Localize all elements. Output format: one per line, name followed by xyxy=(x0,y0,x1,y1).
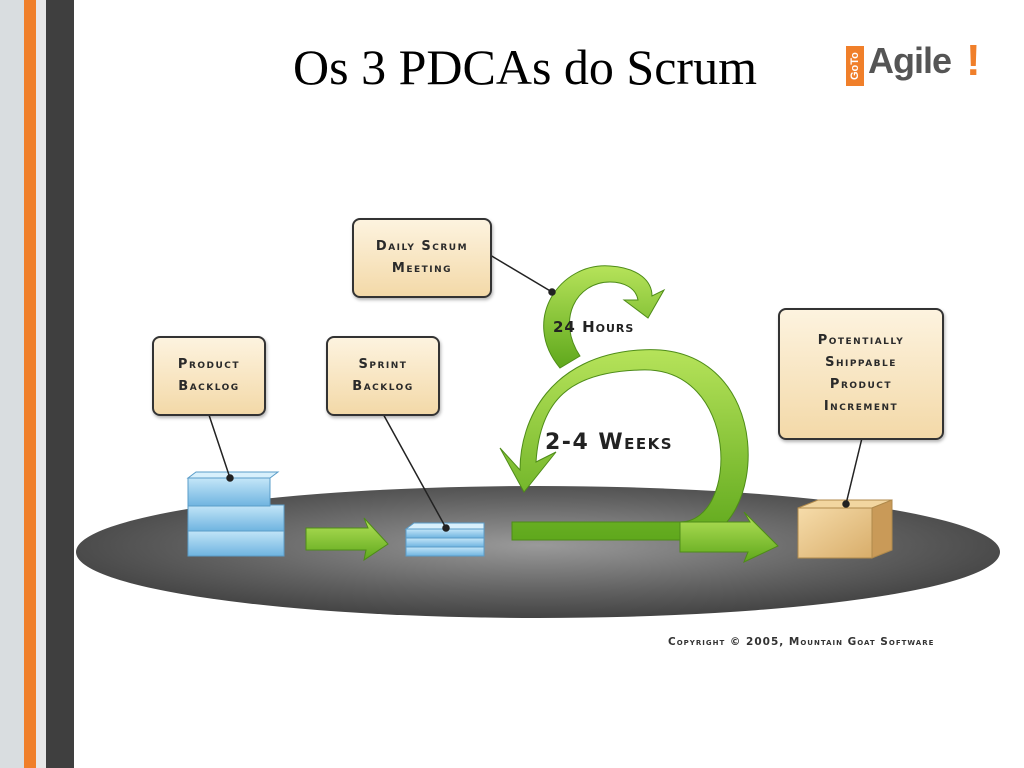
sprint-backlog-label: Sprint Backlog xyxy=(352,356,414,394)
daily-scrum-box: Daily Scrum Meeting xyxy=(352,218,492,298)
sidebar-stripe-orange xyxy=(24,0,36,768)
copyright-text: Copyright © 2005, Mountain Goat Software xyxy=(668,636,935,648)
daily-scrum-label: Daily Scrum Meeting xyxy=(375,238,469,276)
product-backlog-stack xyxy=(186,471,285,557)
shipping-box xyxy=(797,499,893,559)
product-backlog-label: Product Backlog xyxy=(177,356,241,394)
slide-title: Os 3 PDCAs do Scrum xyxy=(293,39,757,95)
backlog-arrow xyxy=(305,517,389,562)
connector-lines xyxy=(207,254,863,532)
sprint-exit-arrow xyxy=(679,511,779,563)
weeks-label: 2-4 Weeks xyxy=(545,430,674,455)
sprint-loop-arrow xyxy=(499,349,749,541)
floor-disc xyxy=(76,486,1000,618)
sidebar-stripe-gray xyxy=(0,0,24,768)
daily-loop-arrow xyxy=(543,265,666,369)
goto-agile-logo: GoTo Agile ! xyxy=(846,36,986,92)
increment-box: Potentially Shippable Product Increment xyxy=(778,308,944,440)
sprint-backlog-box: Sprint Backlog xyxy=(326,336,440,416)
sidebar-stripe-light xyxy=(36,0,46,768)
product-backlog-box: Product Backlog xyxy=(152,336,266,416)
sidebar-stripe-dark xyxy=(46,0,74,768)
logo-wordmark: Agile xyxy=(868,40,952,81)
hours-label: 24 Hours xyxy=(553,318,635,336)
increment-label: Potentially Shippable Product Increment xyxy=(817,332,905,415)
logo-exclamation: ! xyxy=(966,36,981,85)
